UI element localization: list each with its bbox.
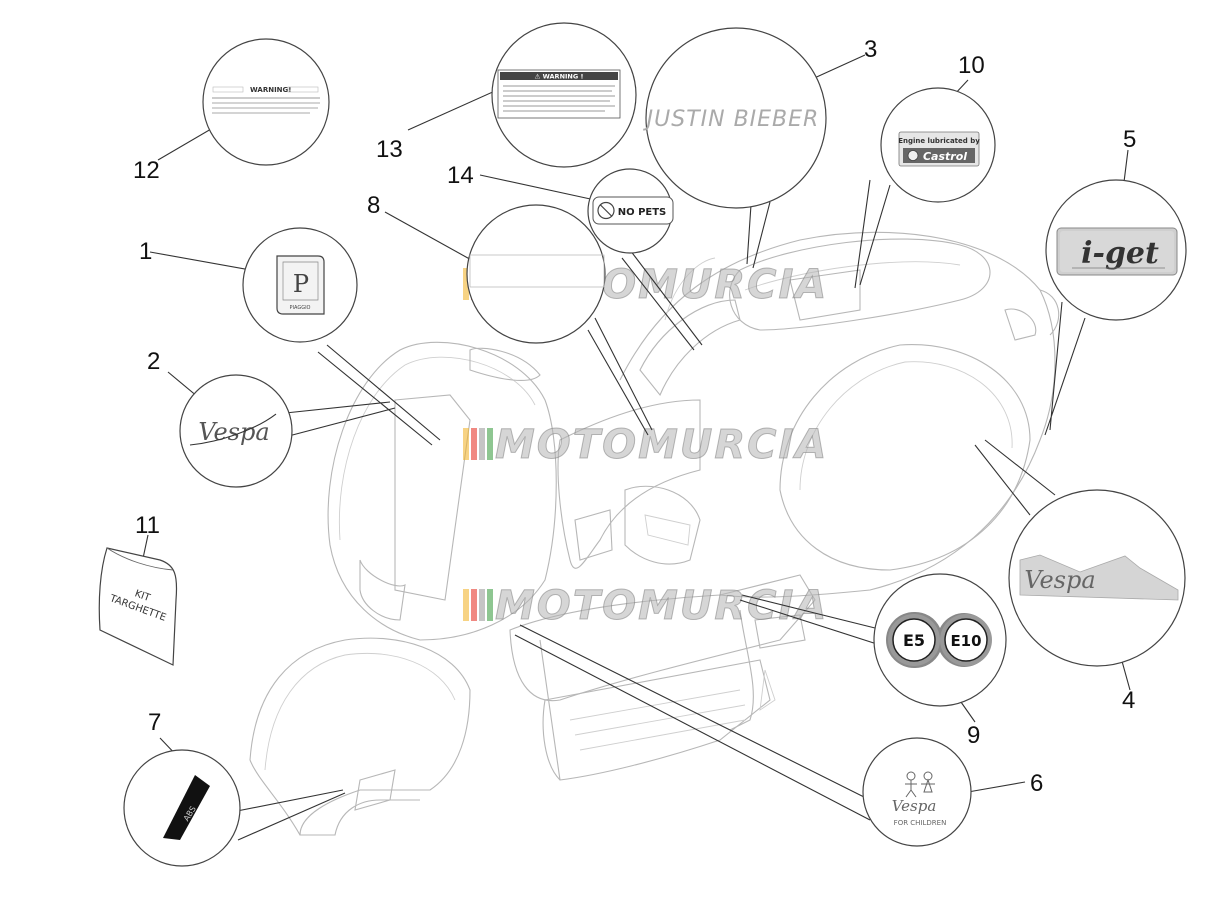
callout-5: i-get bbox=[1045, 179, 1187, 321]
callout-14: NO PETS bbox=[587, 168, 674, 254]
castrol-brand: Castrol bbox=[923, 150, 967, 163]
no-pets-text: NO PETS bbox=[618, 207, 667, 218]
label-10: 10 bbox=[958, 52, 985, 79]
label-14: 14 bbox=[447, 162, 474, 189]
label-11: 11 bbox=[135, 512, 160, 539]
callout-1: P PIAGGIO bbox=[242, 227, 358, 343]
label-8: 8 bbox=[367, 192, 380, 219]
fuel-e10: E10 bbox=[950, 632, 981, 650]
piaggio-p: P bbox=[293, 270, 309, 298]
vespa-script-4: Vespa bbox=[1024, 566, 1095, 594]
label-12: 12 bbox=[133, 157, 160, 184]
label-3: 3 bbox=[864, 36, 877, 63]
watermark-3: MOTOMURCIA bbox=[463, 583, 828, 630]
callout-7: ABS bbox=[123, 749, 241, 867]
scooter-outline bbox=[249, 231, 1060, 836]
label-2: 2 bbox=[147, 348, 160, 375]
watermark-2: MOTOMURCIA bbox=[463, 422, 828, 469]
castrol-top-text: Engine lubricated by bbox=[898, 137, 980, 145]
label-5: 5 bbox=[1123, 126, 1136, 153]
label-6: 6 bbox=[1030, 770, 1043, 797]
callout-8 bbox=[466, 204, 606, 344]
callout-2: Vespa bbox=[179, 374, 293, 488]
callout-10: Engine lubricated by Castrol bbox=[880, 87, 996, 203]
label-4: 4 bbox=[1122, 687, 1135, 714]
callout-13: ⚠ WARNING ! bbox=[491, 22, 637, 168]
label-9: 9 bbox=[967, 722, 980, 749]
children-vespa: Vespa bbox=[892, 797, 937, 815]
label-7: 7 bbox=[148, 709, 161, 736]
callout-leaders bbox=[231, 179, 1086, 841]
warning-12-title: WARNING! bbox=[250, 86, 291, 94]
label-13: 13 bbox=[376, 136, 403, 163]
callout-9: E5 E10 bbox=[873, 573, 1007, 707]
label-1: 1 bbox=[139, 238, 152, 265]
callout-6: Vespa FOR CHILDREN bbox=[862, 737, 972, 847]
callout-3: JUSTIN BIEBER bbox=[643, 27, 827, 209]
iget-logo: i-get bbox=[1081, 236, 1159, 271]
justin-bieber-signature: JUSTIN BIEBER bbox=[643, 107, 820, 132]
callout-11: KIT TARGHETTE bbox=[98, 547, 178, 666]
callout-12: WARNING! bbox=[202, 38, 330, 166]
piaggio-word: PIAGGIO bbox=[290, 305, 311, 311]
callout-4: Vespa bbox=[1008, 489, 1186, 667]
watermark-text: MOTOMURCIA bbox=[495, 422, 828, 468]
number-labels: 1 2 3 4 5 6 7 8 9 10 11 12 13 14 bbox=[133, 36, 1136, 797]
kit-line-1: KIT bbox=[133, 588, 152, 604]
fuel-e5: E5 bbox=[903, 631, 925, 650]
watermark-text: MOTOMURCIA bbox=[495, 583, 828, 629]
children-caption: FOR CHILDREN bbox=[894, 819, 947, 827]
warning-13-title: ⚠ WARNING ! bbox=[535, 73, 584, 81]
